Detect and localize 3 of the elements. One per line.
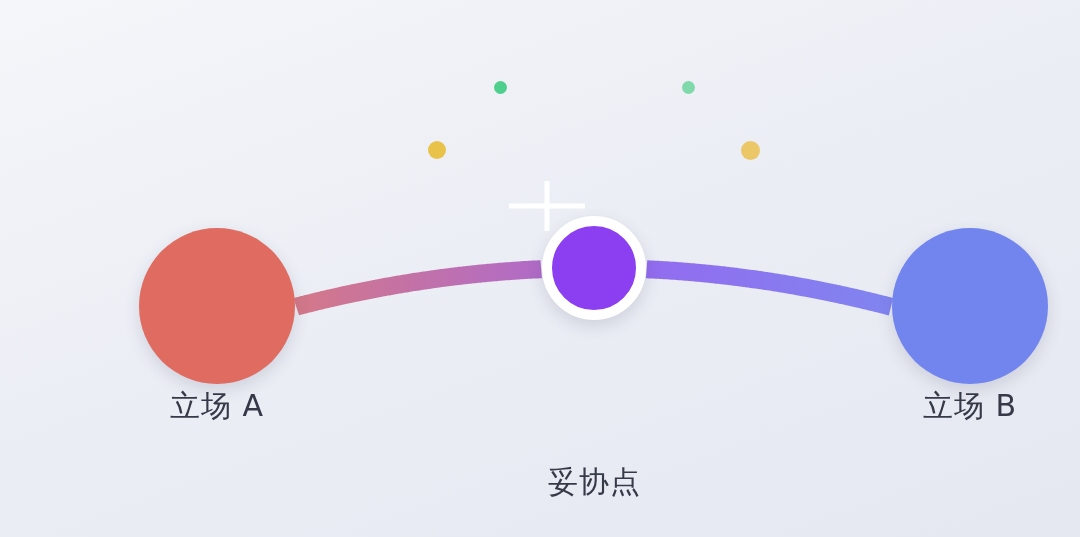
node-label: 立场 A [169, 388, 265, 424]
node-label: 妥协点 [547, 464, 641, 500]
node-label: 立场 B [922, 388, 1018, 424]
